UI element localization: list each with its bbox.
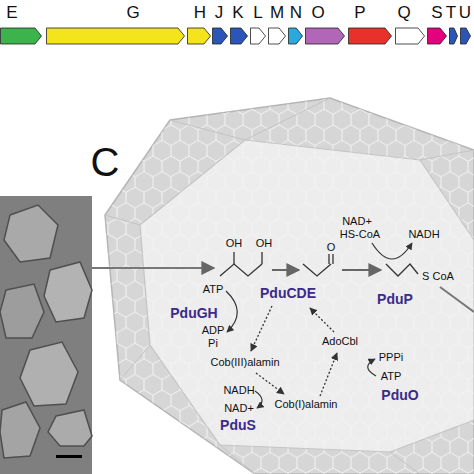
cofactor-label: ATP — [381, 370, 402, 382]
gene-letter: Q — [397, 4, 410, 21]
cofactor-label: NAD+ — [224, 402, 254, 414]
gene-arrow-shape — [212, 26, 228, 46]
gene-arrow: L — [250, 4, 266, 48]
scale-bar — [56, 455, 82, 458]
gene-letter: U — [459, 4, 471, 21]
cofactor-label: NAD+ — [342, 215, 372, 227]
gene-arrow-shape — [230, 26, 248, 46]
gene-arrow: S — [427, 4, 447, 48]
gene-letter: L — [253, 4, 262, 21]
panel-letter: C — [91, 140, 120, 184]
gene-arrow: Q — [395, 4, 425, 48]
cofactor-label: Cob(I)alamin — [275, 398, 338, 410]
cofactor-label: PPPi — [379, 351, 403, 363]
atom-label: S CoA — [422, 270, 454, 282]
gene-letter: N — [290, 4, 302, 21]
gene-arrow-shape — [449, 26, 458, 46]
gene-arrow-shape — [187, 26, 211, 46]
gene-arrow-shape — [305, 26, 345, 46]
atom-label: OH — [256, 237, 273, 249]
cofactor-label: AdoCbl — [322, 335, 358, 347]
atom-label: O — [327, 241, 336, 253]
cofactor-label: ADP — [202, 324, 225, 336]
cofactor-label: NADH — [223, 384, 254, 396]
cofactor-label: Pi — [208, 337, 218, 349]
microcompartment — [105, 98, 474, 474]
gene-letter: J — [215, 4, 224, 21]
gene-arrow: H — [187, 4, 211, 48]
gene-arrow-shape — [427, 26, 447, 46]
enzyme-label: PduGH — [170, 306, 217, 321]
gene-letter: S — [431, 4, 442, 21]
gene-letter: E — [6, 4, 17, 21]
gene-arrow: K — [230, 4, 248, 48]
cofactor-label: ATP — [203, 283, 224, 295]
gene-letter: P — [354, 4, 365, 21]
atom-label: OH — [226, 237, 243, 249]
enzyme-label: PduCDE — [260, 286, 316, 301]
gene-letter: G — [126, 4, 139, 21]
gene-letter: M — [270, 4, 284, 21]
enzyme-label: PduS — [220, 418, 256, 433]
gene-arrow: U — [460, 4, 471, 48]
gene-arrow: N — [288, 4, 303, 48]
gene-arrow-shape — [288, 26, 303, 46]
gene-arrow-shape — [395, 26, 425, 46]
gene-arrow-shape — [0, 26, 42, 46]
gene-arrow: E — [0, 4, 42, 48]
gene-letter: O — [311, 4, 324, 21]
tem-image — [0, 196, 92, 474]
enzyme-label: PduP — [377, 292, 413, 307]
gene-arrow-shape — [250, 26, 266, 46]
cofactor-label: HS-CoA — [340, 228, 380, 240]
gene-arrow: G — [46, 4, 185, 48]
gene-letter: K — [232, 4, 243, 21]
gene-arrow-shape — [460, 26, 471, 46]
gene-letter: H — [194, 4, 206, 21]
gene-arrow-shape — [46, 26, 185, 46]
cofactor-label: NADH — [408, 228, 439, 240]
gene-arrow: P — [348, 4, 392, 48]
cofactor-label: Cob(III)alamin — [210, 356, 279, 368]
gene-arrow-shape — [348, 26, 392, 46]
gene-arrow: T — [449, 4, 458, 48]
gene-arrow-shape — [268, 26, 286, 46]
gene-arrow: J — [212, 4, 228, 48]
enzyme-label: PduO — [381, 388, 418, 403]
pathway — [92, 243, 474, 408]
gene-letter: T — [446, 4, 456, 21]
gene-arrow: M — [268, 4, 286, 48]
gene-arrow: O — [305, 4, 345, 48]
